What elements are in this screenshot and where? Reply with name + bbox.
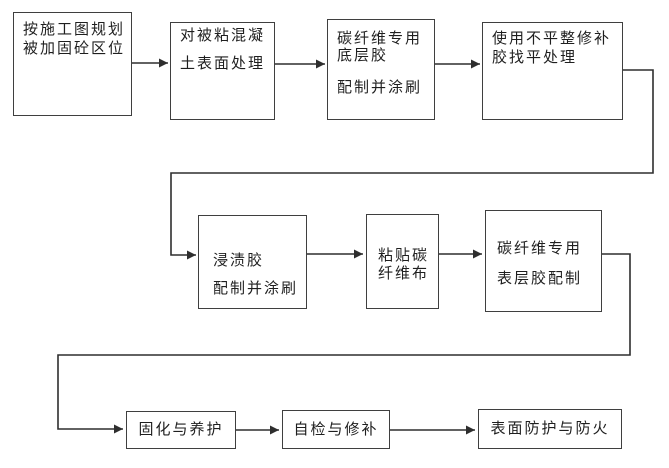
flow-box-step9-line1: 自检与修补 — [293, 420, 379, 438]
flow-box-step1-line2: 被加固砼区位 — [23, 40, 126, 57]
flow-box-step10: 表面防护与防火 — [478, 409, 622, 449]
flow-box-step4-line1: 使用不平整修补 — [492, 30, 612, 47]
flow-box-step4: 使用不平整修补 胶找平处理 — [482, 22, 623, 120]
flow-box-step5: 浸渍胶 配制并涂刷 — [198, 215, 307, 309]
flow-box-step4-line2: 胶找平处理 — [492, 49, 578, 66]
flow-box-step3: 碳纤维专用 底层胶 配制并涂刷 — [327, 19, 435, 120]
flow-box-step3-line1: 碳纤维专用 — [337, 30, 423, 47]
flow-box-step2-line1: 对被粘混凝 — [180, 27, 266, 44]
flow-box-step5-line2: 配制并涂刷 — [213, 280, 299, 297]
flow-box-step5-line1: 浸渍胶 — [213, 252, 265, 269]
flow-box-step3-line3: 配制并涂刷 — [337, 79, 423, 96]
flow-box-step8: 固化与养护 — [126, 411, 236, 449]
flow-box-step1: 按施工图规划 被加固砼区位 — [13, 12, 132, 116]
flow-box-step6-line1: 粘贴碳 — [378, 247, 430, 264]
arrow-step4-to-step5 — [170, 69, 654, 260]
arrow-step7-to-step8 — [57, 253, 631, 434]
flow-box-step8-line1: 固化与养护 — [138, 421, 224, 438]
flow-box-step7-line1: 碳纤维专用 — [497, 240, 583, 257]
flow-box-step7-line2: 表层胶配制 — [497, 270, 583, 287]
flow-box-step1-line1: 按施工图规划 — [23, 21, 126, 38]
flow-box-step2-line2: 土表面处理 — [180, 55, 266, 72]
flow-box-step3-line2: 底层胶 — [337, 47, 389, 64]
flow-box-step6: 粘贴碳 纤维布 — [366, 214, 439, 309]
flow-box-step9: 自检与修补 — [282, 410, 390, 449]
flow-box-step7: 碳纤维专用 表层胶配制 — [485, 210, 602, 312]
flow-box-step2: 对被粘混凝 土表面处理 — [170, 22, 275, 120]
flow-box-step10-line1: 表面防护与防火 — [490, 420, 610, 437]
flow-box-step6-line2: 纤维布 — [378, 265, 430, 282]
